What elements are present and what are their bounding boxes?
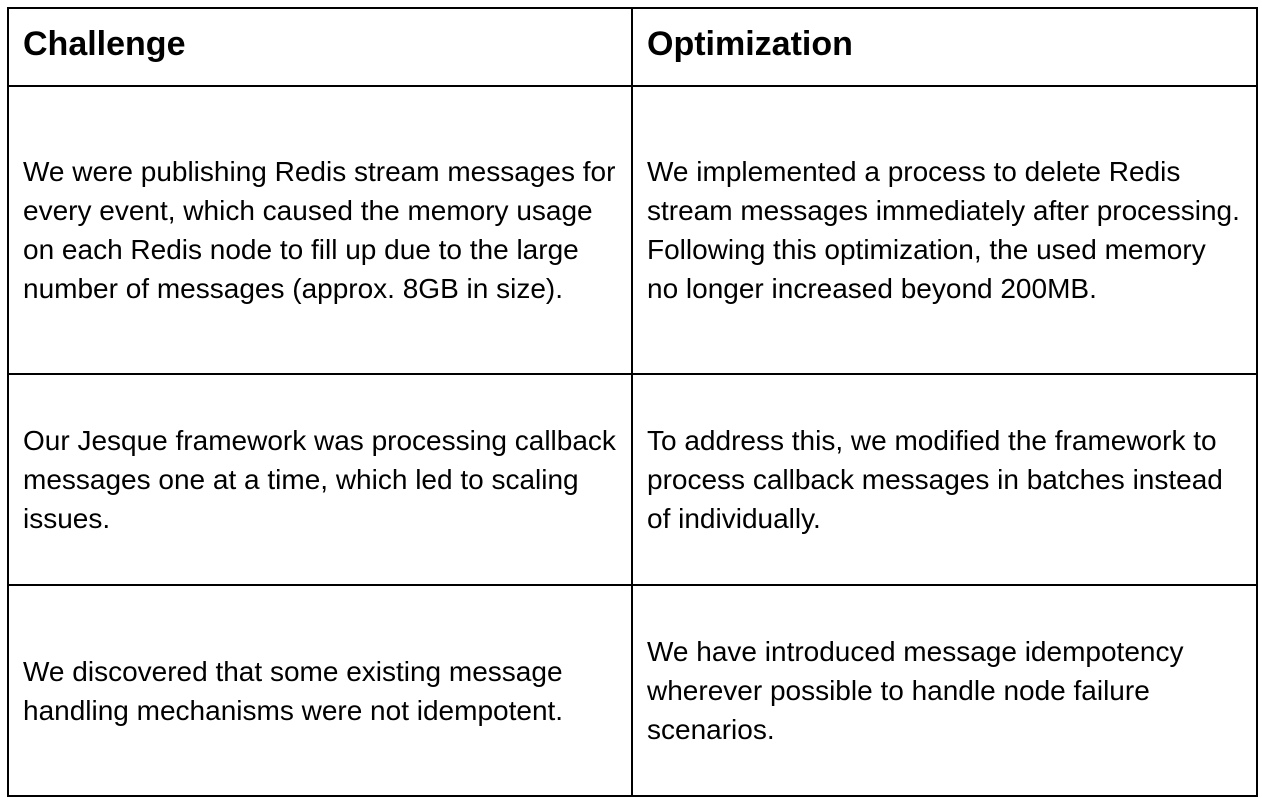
- optimization-cell: We implemented a process to delete Redis…: [631, 85, 1258, 375]
- challenge-cell: Our Jesque framework was processing call…: [7, 373, 633, 586]
- challenge-cell: We discovered that some existing message…: [7, 584, 633, 797]
- table-row: We discovered that some existing message…: [7, 584, 1258, 797]
- challenge-text: We were publishing Redis stream messages…: [23, 156, 616, 304]
- optimization-text: We implemented a process to delete Redis…: [647, 156, 1240, 304]
- challenge-optimization-table: Challenge Optimization We were publishin…: [7, 7, 1258, 797]
- table-row: Our Jesque framework was processing call…: [7, 373, 1258, 586]
- optimization-text: We have introduced message idempotency w…: [647, 636, 1184, 745]
- table-row: We were publishing Redis stream messages…: [7, 85, 1258, 375]
- challenge-text: We discovered that some existing message…: [23, 655, 564, 726]
- optimization-cell: To address this, we modified the framewo…: [631, 373, 1258, 586]
- optimization-text: To address this, we modified the framewo…: [647, 425, 1223, 534]
- column-header-challenge: Challenge: [7, 7, 633, 87]
- table-header-row: Challenge Optimization: [7, 7, 1258, 87]
- challenge-text: Our Jesque framework was processing call…: [23, 425, 616, 534]
- challenge-cell: We were publishing Redis stream messages…: [7, 85, 633, 375]
- column-header-optimization: Optimization: [631, 7, 1258, 87]
- optimization-cell: We have introduced message idempotency w…: [631, 584, 1258, 797]
